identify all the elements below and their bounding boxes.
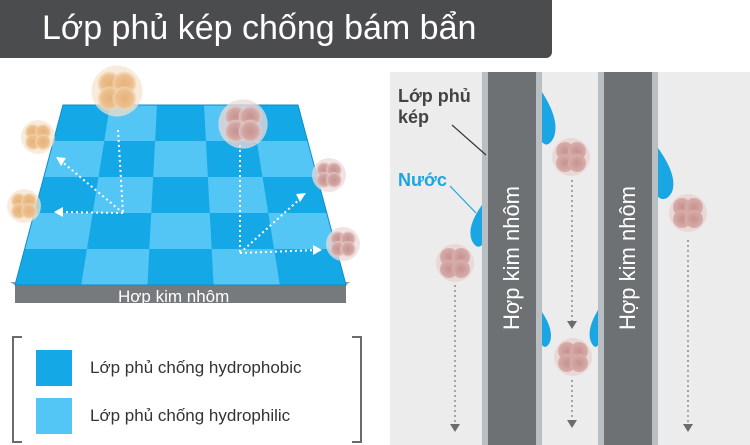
hydrophobic-tile (274, 249, 346, 285)
title-bar: Lớp phủ kép chống bám bẩn (0, 0, 552, 58)
dirt-particle-icon (218, 99, 268, 149)
legend (12, 336, 362, 443)
water-drop-icon (470, 92, 674, 347)
water-label: Nước (398, 170, 447, 190)
aluminium-panel (488, 72, 536, 445)
fall-arrows (454, 180, 689, 426)
repel-arrows (59, 129, 319, 254)
hydrophobic-tile (151, 177, 210, 213)
aluminium-base-front (15, 285, 346, 303)
dirt-particle-icon (326, 227, 360, 261)
left-diagram (7, 65, 360, 303)
base-label: Hợp kim nhôm (118, 287, 230, 306)
dirt-particle-icon (91, 65, 143, 117)
coating-label-line2: kép (398, 107, 430, 127)
aluminium-panel (604, 72, 652, 445)
dirt-particle-icon (552, 138, 590, 176)
hydrophobic-tile (147, 249, 214, 285)
dirt-particle-icon (7, 189, 41, 223)
hydrophobic-tile (205, 141, 263, 177)
hydrophobic-tile (155, 105, 206, 141)
dirt-particle-icon (312, 158, 346, 192)
hydrophobic-tile (34, 177, 99, 213)
legend-label-hydrophobic: Lớp phủ chống hydrophobic (90, 358, 302, 377)
hydrophobic-tile (98, 141, 156, 177)
coating-checkerboard (15, 105, 346, 285)
hydrophobic-tile (209, 213, 275, 249)
dirt-particle-icon (554, 338, 592, 376)
right-diagram (390, 72, 750, 445)
legend-swatch-hydrophobic (36, 350, 72, 386)
panel-label-1: Hợp kim nhôm (499, 185, 524, 331)
hydrophobic-tile (53, 105, 110, 141)
hydrophobic-tile (86, 213, 152, 249)
legend-label-hydrophilic: Lớp phủ chống hydrophilic (90, 406, 291, 425)
coating-label-line1: Lớp phủ (398, 86, 471, 106)
hydrophobic-tile (262, 177, 327, 213)
dirt-particle-icon (436, 244, 474, 282)
panel-label-2: Hợp kim nhôm (615, 185, 640, 331)
hydrophobic-tile (15, 249, 87, 285)
dirt-particle-icon (21, 120, 55, 154)
dirt-particle-icon (669, 194, 707, 232)
legend-swatch-hydrophilic (36, 398, 72, 434)
page-title: Lớp phủ kép chống bám bẩn (42, 9, 477, 47)
